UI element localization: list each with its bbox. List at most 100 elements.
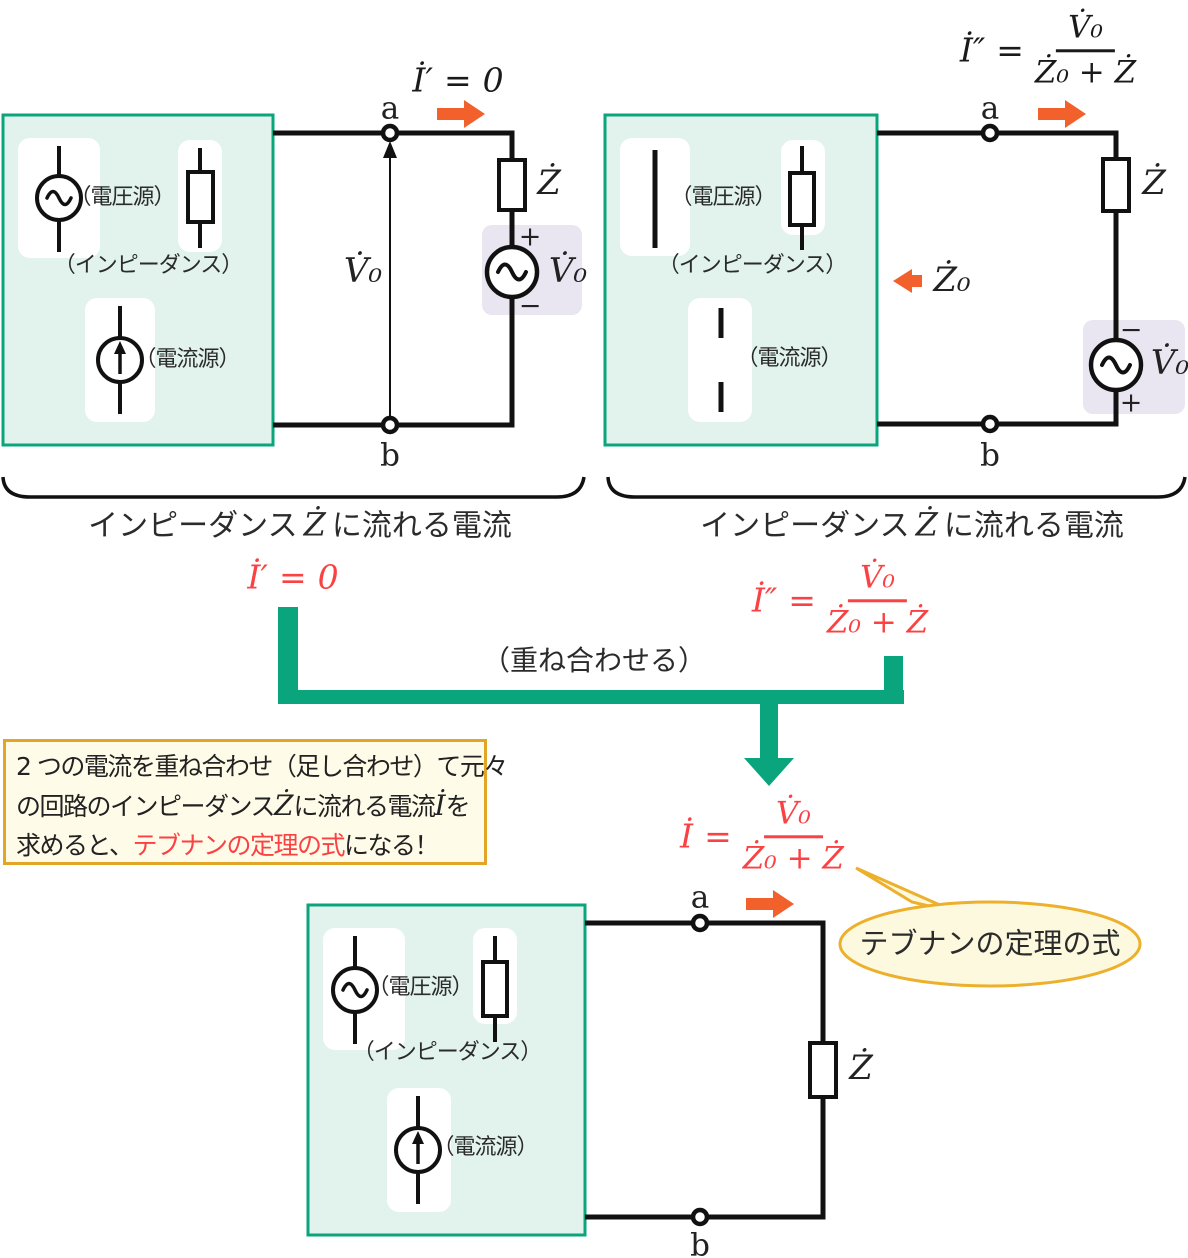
note-math: İ <box>434 789 446 822</box>
denominator: Ż₀ + Ż <box>1034 54 1137 90</box>
sine-icon <box>1100 355 1132 375</box>
brace-left <box>1 476 586 499</box>
terminal-b <box>690 1207 710 1227</box>
polarity-plus: + <box>518 221 542 253</box>
current-arrowhead-icon <box>412 1131 424 1144</box>
impedance-label: Ż <box>537 163 561 203</box>
note-math: Ż <box>274 789 294 822</box>
numerator: V̇₀ <box>763 796 823 838</box>
terminal-label-b: b <box>980 437 1000 474</box>
sine-icon <box>341 981 369 999</box>
impedance-symbol <box>788 171 816 227</box>
formula-i-prime-top: İ′=0 <box>412 64 503 97</box>
note-text: を <box>445 792 471 821</box>
impedance-symbol <box>497 158 527 212</box>
note-text: に流れる電流 <box>293 792 436 821</box>
formula-lhs: İ″ <box>751 580 778 620</box>
denominator: Ż₀ + Ż <box>742 840 844 876</box>
equals: = <box>443 60 472 100</box>
terminal-a <box>980 123 1000 143</box>
caption-text: インピーダンス <box>88 508 298 544</box>
note-line-3: 求めると、テブナンの定理の式になる！ <box>16 826 474 865</box>
source-voltage-label: V̇₀ <box>1150 343 1188 383</box>
note-line-2: の回路のインピーダンスŻに流れる電流İを <box>16 786 474 826</box>
formula-lhs: İ <box>680 816 694 856</box>
impedance-symbol <box>481 960 509 1018</box>
z0-direction-arrow-icon <box>893 269 922 293</box>
superpose-caption: （重ね合わせる） <box>481 644 707 677</box>
formula-rhs: 0 <box>482 60 504 100</box>
legend-current-source: （電流源） <box>432 1135 538 1160</box>
note-text: になる！ <box>344 831 440 860</box>
legend-voltage-source: （電圧源） <box>367 975 473 1000</box>
caption-math: Ż <box>303 505 326 544</box>
note-text: の回路のインピーダンス <box>16 792 276 821</box>
terminal-label-b: b <box>380 437 400 474</box>
impedance-symbol <box>1101 157 1131 213</box>
formula-lhs: İ″ <box>959 30 986 70</box>
formula-rhs: 0 <box>317 557 339 597</box>
polarity-minus: − <box>1119 314 1143 346</box>
legend-voltage-source: （電圧源） <box>69 185 175 210</box>
wire-loop-1 <box>273 130 515 428</box>
impedance-symbol <box>186 170 215 224</box>
caption-text: に流れる電流 <box>943 508 1124 544</box>
equals: = <box>278 557 307 597</box>
numerator: V̇₀ <box>848 560 907 602</box>
formula-lhs: İ′ <box>412 60 433 100</box>
superposition-connector <box>278 607 904 786</box>
terminal-b <box>380 415 400 435</box>
equals: = <box>788 580 816 620</box>
denominator: Ż₀ + Ż <box>826 604 929 640</box>
brace-right <box>606 476 1187 499</box>
explanation-note: 2 つの電流を重ね合わせ（足し合わせ）て元々 の回路のインピーダンスŻに流れる電… <box>3 739 508 865</box>
polarity-minus: − <box>518 290 542 322</box>
legend-impedance: （インピーダンス） <box>53 253 244 278</box>
caption-text: インピーダンス <box>700 508 910 544</box>
polarity-plus: + <box>1119 387 1143 419</box>
numerator: V̇₀ <box>1056 10 1115 52</box>
sine-icon <box>45 189 73 207</box>
terminal-label-a: a <box>690 879 710 916</box>
legend-impedance: （インピーダンス） <box>657 253 848 278</box>
sine-icon <box>496 262 528 282</box>
note-text: 2 つの電流を重ね合わせ（足し合わせ）て元々 <box>16 752 508 781</box>
impedance-label: Ż <box>849 1048 873 1088</box>
formula-lhs: İ′ <box>247 557 268 597</box>
impedance-symbol <box>808 1041 838 1099</box>
note-text: 求めると、 <box>16 831 134 860</box>
legend-voltage-source: （電圧源） <box>670 185 776 210</box>
thevenin-impedance-label: Ż₀ <box>933 260 971 300</box>
caption-math: Ż <box>915 505 938 544</box>
note-line-1: 2 つの電流を重ね合わせ（足し合わせ）て元々 <box>16 747 508 786</box>
terminal-b <box>980 414 1000 434</box>
formula-i-prime-red: İ′=0 <box>247 561 338 594</box>
open-voltage-label: V̇₀ <box>343 251 383 291</box>
card <box>688 298 752 422</box>
wire-loop-3 <box>585 920 826 1220</box>
terminal-a <box>380 123 400 143</box>
current-arrowhead-icon <box>114 341 126 354</box>
legend-current-source: （電流源） <box>736 346 842 371</box>
source-voltage-label: V̇₀ <box>548 251 588 291</box>
equals: = <box>996 30 1024 70</box>
note-highlight: テブナンの定理の式 <box>132 831 346 860</box>
caption-text: に流れる電流 <box>331 508 512 544</box>
legend-current-source: （電流源） <box>134 347 240 372</box>
terminal-label-a: a <box>980 90 1000 127</box>
impedance-label: Ż <box>1142 163 1166 203</box>
terminal-label-a: a <box>380 90 400 127</box>
bubble-label: テブナンの定理の式 <box>859 926 1121 961</box>
terminal-a <box>690 913 710 933</box>
speech-bubble <box>838 900 1142 988</box>
